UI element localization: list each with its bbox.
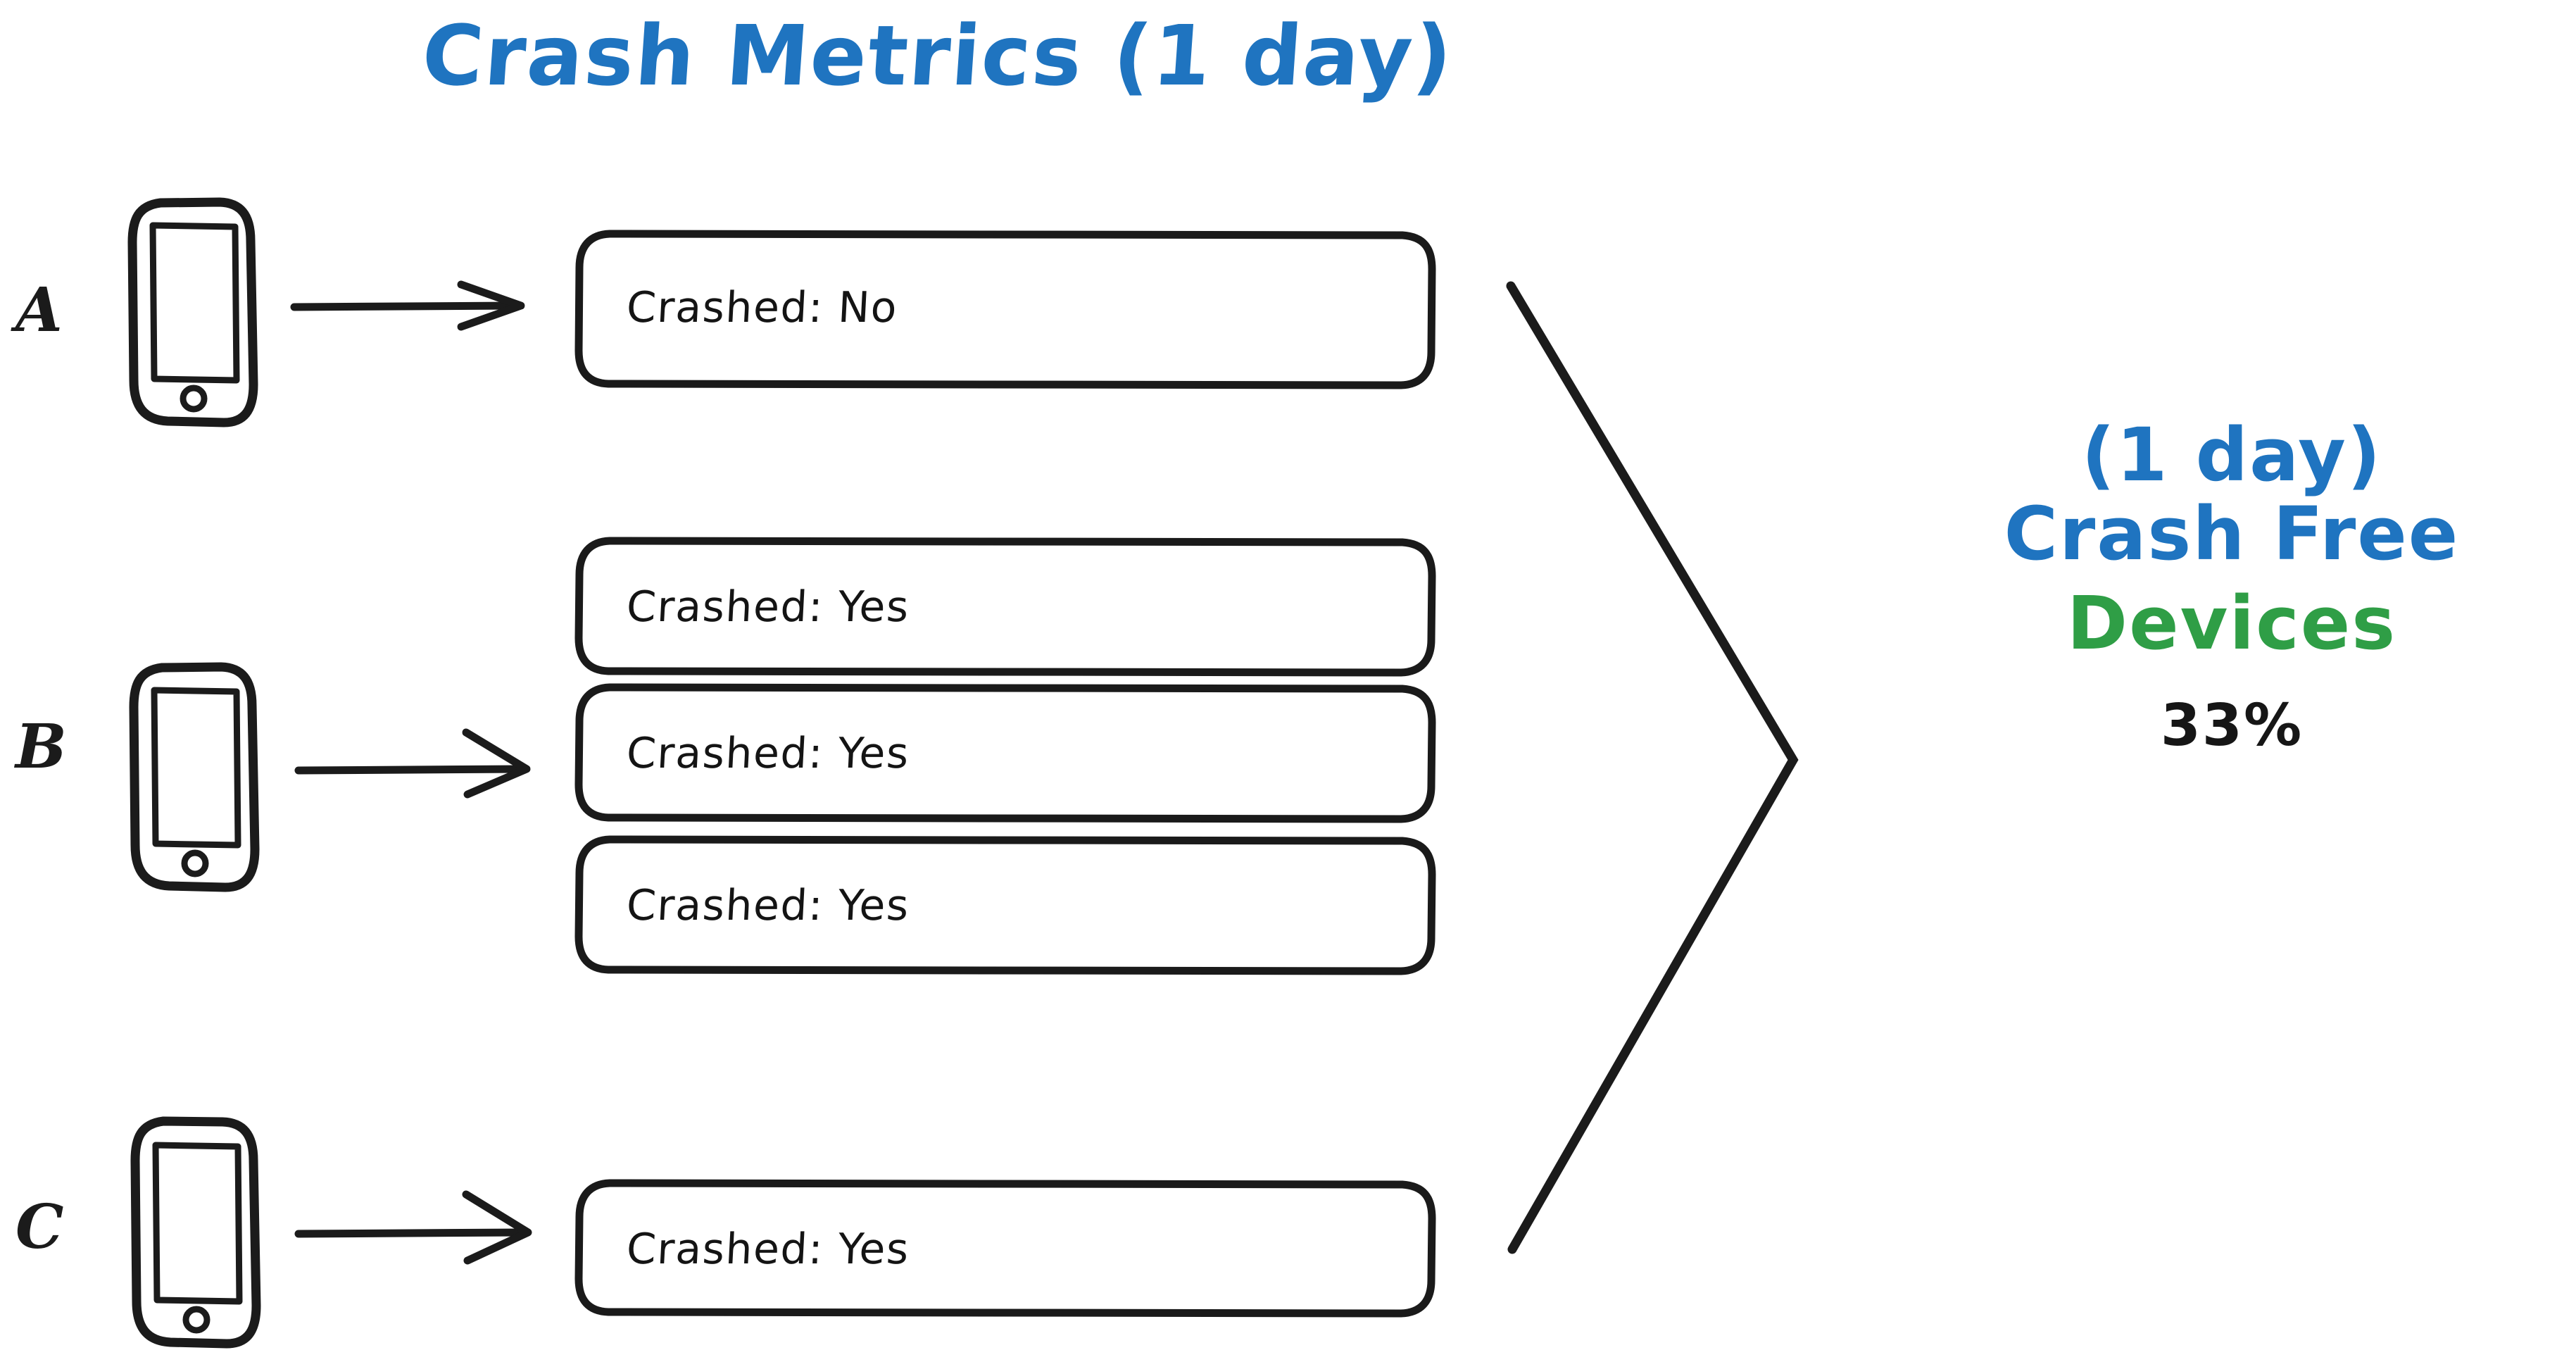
event-card[interactable]	[574, 835, 1436, 975]
summary-metric-line2: Devices	[2066, 580, 2397, 666]
phone-icon	[127, 197, 258, 427]
page-title: Crash Metrics (1 day)	[419, 7, 1457, 104]
device-label-c: C	[15, 1192, 64, 1263]
event-card[interactable]	[574, 230, 1436, 389]
card-label: Crashed: Yes	[625, 1225, 911, 1274]
phone-icon	[129, 662, 260, 892]
summary-block: (1 day) Crash Free Devices 33%	[1887, 416, 2576, 757]
event-card[interactable]	[574, 537, 1436, 677]
arrow-right-icon	[290, 280, 525, 331]
event-card[interactable]	[574, 1179, 1436, 1318]
card-label: Crashed: Yes	[625, 881, 911, 930]
card-label: Crashed: Yes	[625, 582, 911, 632]
summary-period: (1 day)	[2081, 412, 2382, 498]
phone-icon	[130, 1116, 261, 1349]
device-label-a: A	[15, 275, 63, 346]
event-card[interactable]	[574, 683, 1436, 823]
card-label: Crashed: No	[625, 283, 899, 332]
card-label: Crashed: Yes	[625, 729, 911, 778]
arrow-right-icon	[294, 1190, 532, 1265]
aggregation-chevron	[1506, 281, 1799, 1254]
summary-metric-line1: Crash Free	[2004, 491, 2460, 577]
arrow-right-icon	[294, 728, 531, 799]
summary-value: 33%	[2160, 692, 2304, 759]
device-label-b: B	[15, 711, 67, 782]
